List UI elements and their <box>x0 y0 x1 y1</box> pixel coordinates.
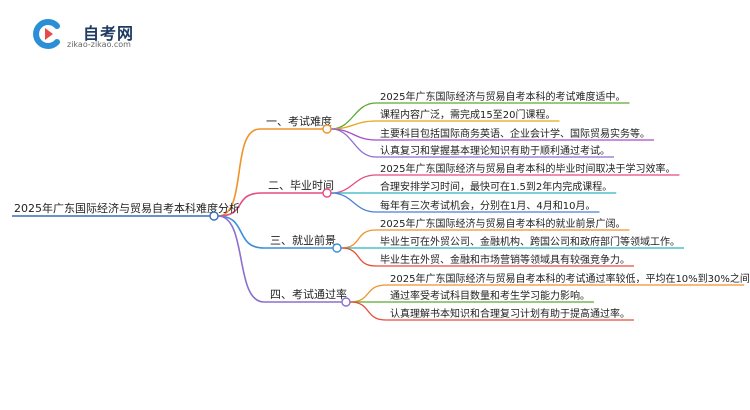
branch-connector <box>217 192 263 217</box>
branch-connector <box>217 128 261 217</box>
leaf-label: 主要科目包括国际商务英语、企业会计学、国际贸易实务等。 <box>380 127 650 140</box>
leaf-label: 2025年广东国际经济与贸易自考本科的考试通过率较低，平均在10%到30%之间。 <box>390 272 750 285</box>
leaf-connector <box>330 128 377 158</box>
leaf-label: 通过率受考试科目数量和考生学习能力影响。 <box>390 289 590 302</box>
leaf-label: 每年有三次考试机会，分别在1月、4月和10月。 <box>380 199 595 212</box>
logo-title: 自考网 <box>83 24 135 43</box>
leaf-label: 认真理解书本知识和合理复习计划有助于提高通过率。 <box>390 307 630 320</box>
logo-url: zikao-zikao.com <box>67 40 131 49</box>
branch-label: 四、考试通过率 <box>270 287 347 301</box>
branch-node-handle[interactable] <box>332 243 342 253</box>
leaf-label: 2025年广东国际经济与贸易自考本科的就业前景广阔。 <box>380 217 625 230</box>
branch-label: 二、毕业时间 <box>268 179 334 192</box>
branch-node-handle[interactable] <box>322 188 332 198</box>
leaf-label: 2025年广东国际经济与贸易自考本科的考试难度适中。 <box>380 90 625 103</box>
logo-c-icon <box>33 19 60 49</box>
leaf-connector <box>349 284 387 303</box>
leaf-label: 合理安排学习时间，最快可在1.5到2年内完成课程。 <box>380 180 612 193</box>
leaf-label: 课程内容广泛，需完成15至20门课程。 <box>380 108 555 121</box>
site-logo[interactable]: 自考网 zikao-zikao.com <box>31 18 141 50</box>
branch-label: 一、考试难度 <box>266 114 332 128</box>
leaf-connector <box>330 174 377 194</box>
leaf-connector <box>330 192 377 213</box>
leaf-label: 毕业生可在外贸公司、金融机构、跨国公司和政府部门等领域工作。 <box>380 235 680 248</box>
leaf-label: 认真复习和掌握基本理论知识有助于顺利通过考试。 <box>380 144 610 157</box>
leaf-connector <box>340 229 377 249</box>
branch-connector <box>217 215 265 303</box>
leaf-label: 2025年广东国际经济与贸易自考本科的毕业时间取决于学习效率。 <box>380 162 675 175</box>
branch-label: 三、就业前景 <box>270 233 336 247</box>
leaf-label: 毕业生在外贸、金融和市场营销等领域具有较强竞争力。 <box>380 253 630 266</box>
leaf-connector <box>349 301 387 321</box>
branch-node-handle[interactable] <box>322 124 332 134</box>
root-node-label: 2025年广东国际经济与贸易自考本科难度分析 <box>14 201 240 215</box>
branch-node-handle[interactable] <box>341 297 351 307</box>
leaf-connector <box>340 247 377 267</box>
branch-connector <box>217 215 265 249</box>
root-node-handle[interactable] <box>209 211 219 221</box>
